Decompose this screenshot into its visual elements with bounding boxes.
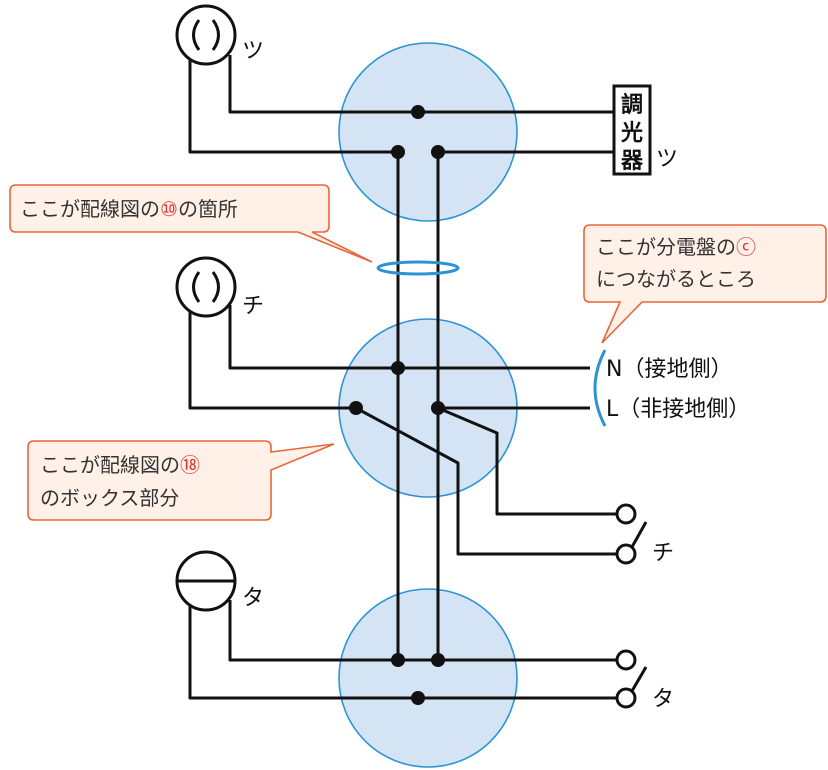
lamp-ta-icon	[175, 550, 237, 612]
callout-18-text: ここが配線図の	[40, 453, 180, 477]
callout-18-mark: ⑱	[180, 453, 200, 477]
junction-dot	[391, 653, 405, 667]
switch-chi-label: チ	[652, 541, 674, 566]
dimmer-char-1: 調	[621, 92, 643, 118]
dimmer-char-2: 光	[620, 121, 643, 146]
callout-10-suffix: の箇所	[178, 197, 238, 221]
lamp-tsu-label: ツ	[242, 39, 264, 64]
lamp-chi-label: チ	[242, 294, 264, 319]
switch-ta-icon	[615, 649, 648, 709]
svg-text:ここが配線図の⑩の箇所: ここが配線図の⑩の箇所	[20, 197, 238, 221]
callout-c-text: ここが分電盤の	[596, 235, 736, 259]
switch-ta-label: タ	[652, 687, 674, 712]
cable-bundle-icon	[376, 260, 460, 276]
callout-18-line2: のボックス部分	[40, 486, 179, 510]
wire-ta-lamp-1	[228, 600, 616, 662]
dimmer-box: 調 光 器	[612, 84, 652, 176]
wire-switch-chi-b	[355, 406, 616, 556]
neutral-label: N（接地側）	[606, 357, 732, 382]
svg-text:ここが配線図の⑱: ここが配線図の⑱	[40, 453, 200, 477]
callout-c-line2: につながるところ	[596, 267, 756, 291]
dimmer-tsu-label: ツ	[656, 147, 678, 172]
svg-text:ここが分電盤のⓒ: ここが分電盤のⓒ	[596, 235, 756, 259]
supply-bracket-icon	[593, 349, 607, 427]
lamp-chi-icon	[175, 256, 237, 318]
wire-switch-chi-a	[437, 406, 616, 516]
junction-dot	[391, 361, 405, 375]
callout-10-text: ここが配線図の	[20, 197, 160, 221]
wire-tsu-lamp-1	[228, 55, 614, 114]
dimmer-char-3: 器	[620, 149, 644, 174]
junction-dot	[411, 105, 425, 119]
callout-10-mark: ⑩	[160, 197, 178, 221]
lamp-tsu-icon	[175, 4, 237, 66]
wire-chi-lamp-2	[188, 305, 356, 410]
junction-dot	[431, 145, 445, 159]
callout-panel-c: ここが分電盤のⓒ につながるところ	[583, 224, 827, 344]
junction-box-top	[338, 42, 518, 222]
junction-dot	[431, 401, 445, 415]
junction-dot	[411, 691, 425, 705]
wire-tsu-lamp-2	[188, 55, 398, 154]
switch-chi-icon	[615, 503, 648, 565]
junction-dot	[391, 145, 405, 159]
callout-wiring-10: ここが配線図の⑩の箇所	[9, 184, 373, 263]
junction-box-bottom	[338, 588, 518, 768]
wire-chi-lamp-1	[228, 305, 590, 370]
line-label: L（非接地側）	[606, 397, 750, 422]
callout-wiring-18: ここが配線図の⑱ のボックス部分	[27, 440, 335, 521]
junction-dot	[431, 653, 445, 667]
callout-c-mark: ⓒ	[736, 235, 756, 259]
junction-dot	[349, 401, 363, 415]
lamp-ta-label: タ	[242, 586, 264, 611]
wire-ta-lamp-2	[188, 600, 616, 700]
